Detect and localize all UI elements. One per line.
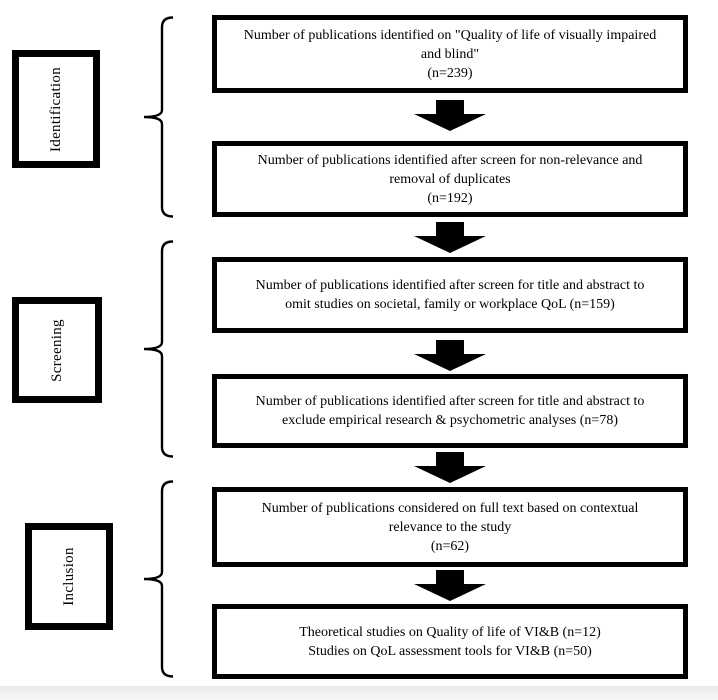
brace-identification — [143, 16, 174, 218]
flow-box-title-abstract-relevance: Number of publications identified after … — [212, 257, 688, 333]
flow-box-included: Theoretical studies on Quality of life o… — [212, 604, 688, 679]
flow-box-line: Studies on QoL assessment tools for VI&B… — [308, 643, 592, 659]
stage-label-inclusion: Inclusion — [60, 547, 77, 606]
flow-box-line: relevance to the study — [388, 519, 512, 535]
flow-box-line: omit studies on societal, family or work… — [285, 297, 615, 312]
flow-box-line: Number of publications identified after … — [257, 152, 643, 168]
bottom-band — [0, 686, 718, 700]
flow-box-count: (n=62) — [430, 538, 470, 554]
flow-box-after-duplicates: Number of publications identified after … — [212, 141, 688, 217]
flow-box-line: Number of publications identified after … — [255, 394, 645, 409]
down-arrow-2 — [414, 222, 486, 253]
flow-box-identified: Number of publications identified on "Qu… — [212, 15, 688, 93]
flow-box-exclusions: Number of publications identified after … — [212, 374, 688, 448]
down-arrow-3 — [414, 340, 486, 371]
stage-box-inclusion: Inclusion — [25, 523, 113, 630]
flow-box-line: Theoretical studies on Quality of life o… — [299, 624, 601, 640]
down-arrow-1 — [414, 100, 486, 131]
flow-box-count: (n=192) — [427, 190, 473, 206]
down-arrow-5 — [414, 570, 486, 601]
flow-box-line: removal of duplicates — [389, 171, 511, 187]
brace-screening — [143, 240, 174, 458]
stage-label-identification: Identification — [47, 66, 64, 152]
stage-label-screening: Screening — [48, 318, 65, 382]
flow-box-line: exclude empirical research & psychometri… — [282, 413, 618, 428]
flow-box-line: Number of publications identified on "Qu… — [243, 27, 657, 43]
stage-box-identification: Identification — [12, 50, 100, 168]
flow-box-count: (n=239) — [427, 65, 473, 81]
flow-box-full-text: Number of publications considered on ful… — [212, 487, 688, 567]
flow-box-line: and blind" — [420, 46, 480, 62]
down-arrow-4 — [414, 452, 486, 483]
brace-inclusion — [143, 480, 174, 678]
flow-box-line: Number of publications identified after … — [255, 278, 645, 293]
stage-box-screening: Screening — [12, 297, 102, 403]
flow-box-line: Number of publications considered on ful… — [261, 500, 639, 516]
